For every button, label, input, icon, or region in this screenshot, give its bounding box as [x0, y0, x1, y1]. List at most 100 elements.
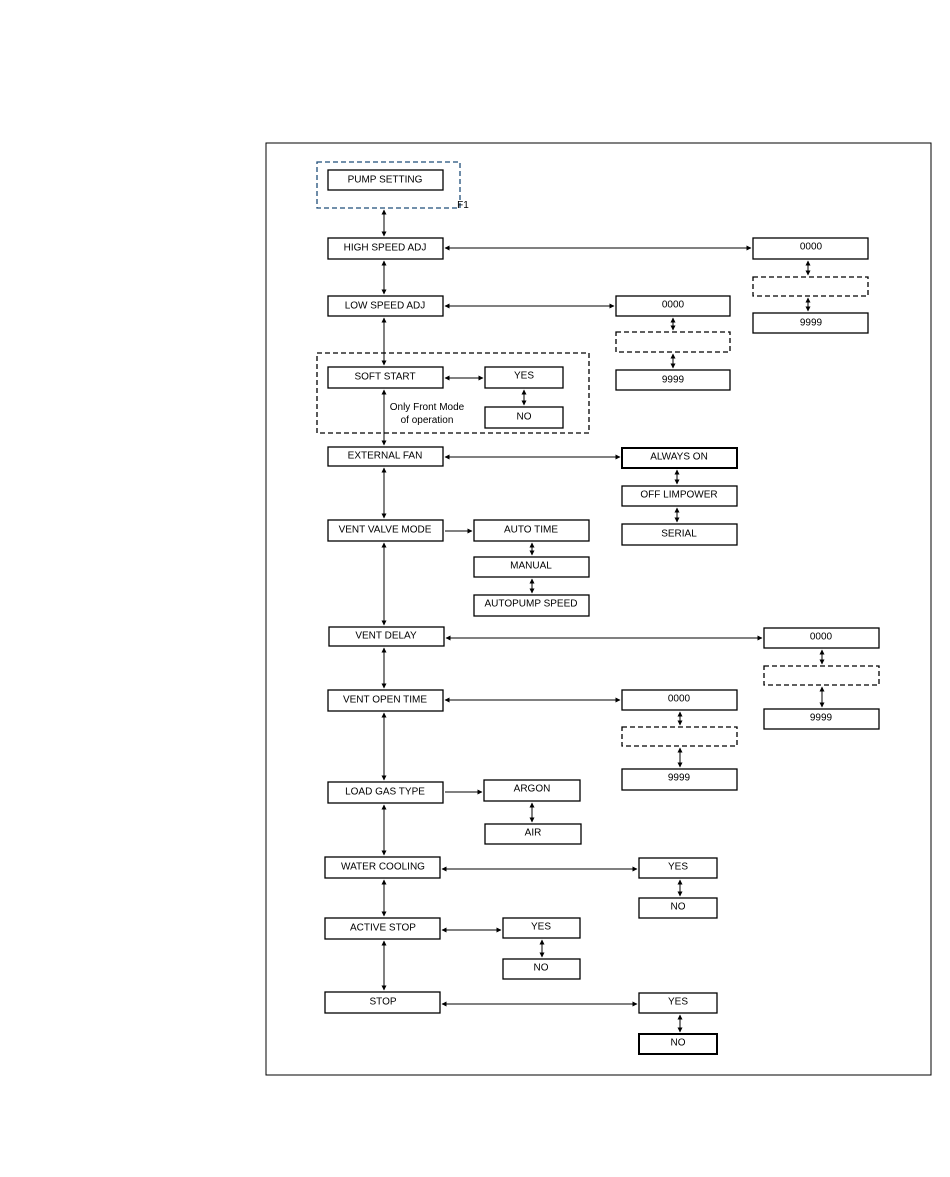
option-box: [473, 519, 590, 542]
menu-item-low-speed-adj[interactable]: LOW SPEED ADJ: [327, 295, 444, 317]
option-yes[interactable]: YES: [484, 366, 564, 389]
option-box: [638, 897, 718, 919]
option-label: 0000: [668, 694, 691, 705]
option-value-max[interactable]: 9999: [752, 312, 869, 334]
option-label: 9999: [800, 318, 823, 329]
menu-item-label: STOP: [369, 997, 396, 1008]
option-value-min[interactable]: 0000: [752, 237, 869, 260]
menu-item-soft-start[interactable]: SOFT START: [327, 366, 444, 389]
diagram-frame: [265, 142, 932, 1076]
option-no[interactable]: NO: [638, 1033, 718, 1055]
menu-item-label: EXTERNAL FAN: [348, 451, 423, 462]
menu-root[interactable]: PUMP SETTING: [327, 169, 444, 191]
option-no[interactable]: NO: [502, 958, 581, 980]
menu-item-box: [327, 781, 444, 804]
menu-item-label: VENT VALVE MODE: [339, 525, 432, 536]
external-fan-options: ALWAYS ON OFF LIMPOWER SERIAL: [621, 447, 738, 546]
root-tag-label: F1: [457, 200, 469, 211]
high-speed-adj-options: 0000 9999: [752, 237, 869, 334]
option-label: ALWAYS ON: [650, 452, 708, 463]
option-value-min[interactable]: 0000: [621, 689, 738, 711]
menu-item-box: [328, 626, 445, 647]
menu-item-active-stop[interactable]: ACTIVE STOP: [324, 917, 441, 940]
menu-item-external-fan[interactable]: EXTERNAL FAN: [327, 446, 444, 467]
option-label: OFF LIMPOWER: [640, 490, 717, 501]
option-value-max[interactable]: 9999: [615, 369, 731, 391]
menu-item-label: VENT DELAY: [355, 631, 417, 642]
option-value-min[interactable]: 0000: [615, 295, 731, 317]
option-no[interactable]: NO: [638, 897, 718, 919]
menu-item-vent-delay[interactable]: VENT DELAY: [328, 626, 445, 647]
option-value-max[interactable]: 9999: [621, 768, 738, 791]
option-value-range: [621, 726, 738, 747]
menu-item-box: [327, 295, 444, 317]
option-label: NO: [671, 1038, 686, 1049]
menu-item-vent-open-time[interactable]: VENT OPEN TIME: [327, 689, 444, 712]
menu-item-box: [324, 917, 441, 940]
option-label: AUTOPUMP SPEED: [485, 599, 578, 610]
soft-start-note-line-1: Only Front Mode: [390, 402, 465, 413]
option-label: 9999: [662, 375, 685, 386]
option-label: YES: [514, 371, 534, 382]
menu-item-load-gas-type[interactable]: LOAD GAS TYPE: [327, 781, 444, 804]
option-auto-time[interactable]: AUTO TIME: [473, 519, 590, 542]
vent-delay-options: 0000 9999: [763, 627, 880, 730]
menu-item-box: [327, 519, 444, 542]
option-label: 0000: [662, 300, 685, 311]
option-manual[interactable]: MANUAL: [473, 556, 590, 578]
menu-item-vent-valve-mode[interactable]: VENT VALVE MODE: [327, 519, 444, 542]
option-label: YES: [668, 997, 688, 1008]
option-box: [763, 708, 880, 730]
soft-start-options: YES NO Only Front Mode of operation: [390, 366, 564, 429]
option-yes[interactable]: YES: [502, 917, 581, 939]
option-yes[interactable]: YES: [638, 857, 718, 879]
option-label: NO: [534, 963, 549, 974]
option-box: [638, 857, 718, 879]
menu-item-box: [324, 856, 441, 879]
low-speed-adj-options: 0000 9999: [615, 295, 731, 391]
option-box: [621, 768, 738, 791]
option-label: 0000: [800, 242, 823, 253]
active-stop-options: YES NO: [502, 917, 581, 980]
option-box: [615, 369, 731, 391]
menu-item-label: WATER COOLING: [341, 862, 425, 873]
option-always-on[interactable]: ALWAYS ON: [621, 447, 738, 469]
menu-item-label: HIGH SPEED ADJ: [344, 243, 427, 254]
option-box: [638, 1033, 718, 1055]
menu-item-label: ACTIVE STOP: [350, 923, 416, 934]
menu-root-box: [327, 169, 444, 191]
menu-item-label: LOW SPEED ADJ: [345, 301, 426, 312]
option-label: YES: [668, 862, 688, 873]
option-box: [502, 917, 581, 939]
option-label: MANUAL: [510, 561, 552, 572]
main-menu: PUMP SETTING F1 HIGH SPEED ADJ LOW SPEED…: [324, 169, 469, 1014]
root-group-frame: [316, 161, 461, 209]
option-box: [638, 992, 718, 1014]
option-off-limpower[interactable]: OFF LIMPOWER: [621, 485, 738, 507]
option-autopump-speed[interactable]: AUTOPUMP SPEED: [473, 594, 590, 617]
menu-item-high-speed-adj[interactable]: HIGH SPEED ADJ: [327, 237, 444, 260]
option-label: 0000: [810, 632, 833, 643]
option-argon[interactable]: ARGON: [483, 779, 581, 802]
vent-open-time-options: 0000 9999: [621, 689, 738, 791]
menu-item-box: [327, 689, 444, 712]
option-label: YES: [531, 922, 551, 933]
option-label: AUTO TIME: [504, 525, 558, 536]
option-box: [752, 312, 869, 334]
vent-valve-mode-options: AUTO TIME MANUAL AUTOPUMP SPEED: [473, 519, 590, 617]
option-box: [621, 689, 738, 711]
option-yes[interactable]: YES: [638, 992, 718, 1014]
menu-item-stop[interactable]: STOP: [324, 991, 441, 1014]
option-box: [502, 958, 581, 980]
option-box: [752, 237, 869, 260]
option-serial[interactable]: SERIAL: [621, 523, 738, 546]
option-value-min[interactable]: 0000: [763, 627, 880, 649]
option-label: SERIAL: [661, 529, 697, 540]
option-air[interactable]: AIR: [484, 823, 582, 845]
soft-start-note-line-2: of operation: [401, 415, 454, 426]
menu-item-label: LOAD GAS TYPE: [345, 787, 425, 798]
option-value-max[interactable]: 9999: [763, 708, 880, 730]
menu-item-water-cooling[interactable]: WATER COOLING: [324, 856, 441, 879]
option-no[interactable]: NO: [484, 406, 564, 429]
